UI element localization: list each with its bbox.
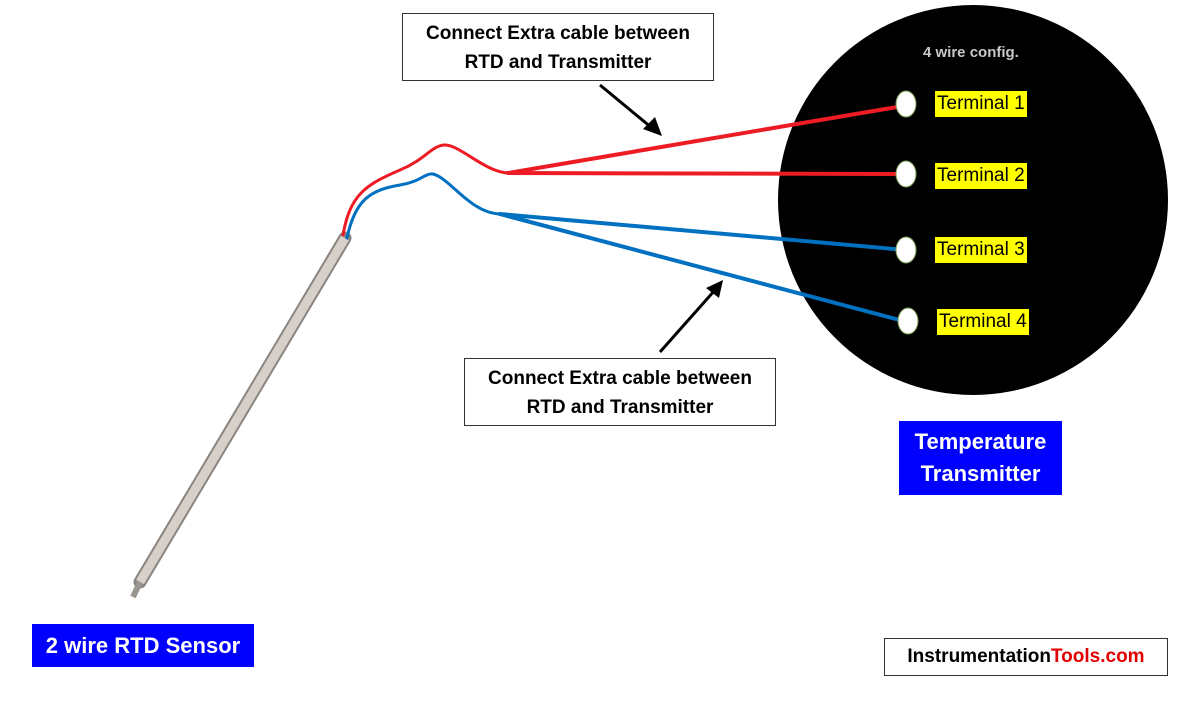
callout-top-line1: Connect Extra cable between	[426, 23, 690, 44]
terminal-2-label: Terminal 2	[935, 163, 1027, 189]
callout-top: Connect Extra cable between RTD and Tran…	[402, 13, 714, 81]
arrow-bottom	[658, 280, 723, 353]
blue-wire-sensor	[345, 172, 502, 240]
blue-wire-terminal-4	[498, 212, 909, 324]
red-wire-terminal-2	[506, 171, 905, 176]
brand-part2: Tools.com	[1050, 646, 1145, 667]
terminal-3-label: Terminal 3	[935, 237, 1027, 263]
arrow-top	[599, 83, 662, 136]
terminal-4-label: Terminal 4	[937, 309, 1029, 335]
brand-logo: InstrumentationTools.com	[884, 638, 1168, 676]
sensor-label: 2 wire RTD Sensor	[32, 624, 254, 667]
transmitter-label: Temperature Transmitter	[899, 421, 1062, 495]
red-wire-sensor	[341, 143, 510, 237]
callout-bottom: Connect Extra cable between RTD and Tran…	[464, 358, 776, 426]
blue-wire-terminal-3	[498, 212, 907, 252]
brand-part1: Instrumentation	[907, 646, 1051, 667]
wire-config-label: 4 wire config.	[923, 44, 1019, 61]
red-wire-terminal-1	[506, 104, 905, 175]
transmitter-body	[778, 5, 1168, 395]
rtd-probe	[130, 231, 352, 599]
callout-top-line2: RTD and Transmitter	[464, 52, 652, 73]
callout-bottom-line1: Connect Extra cable between	[488, 368, 752, 389]
terminal-pads	[895, 90, 919, 335]
callout-bottom-line2: RTD and Transmitter	[526, 397, 714, 418]
transmitter-label-line1: Temperature	[914, 429, 1047, 454]
terminal-1-label: Terminal 1	[935, 91, 1027, 117]
transmitter-label-line2: Transmitter	[920, 461, 1041, 486]
